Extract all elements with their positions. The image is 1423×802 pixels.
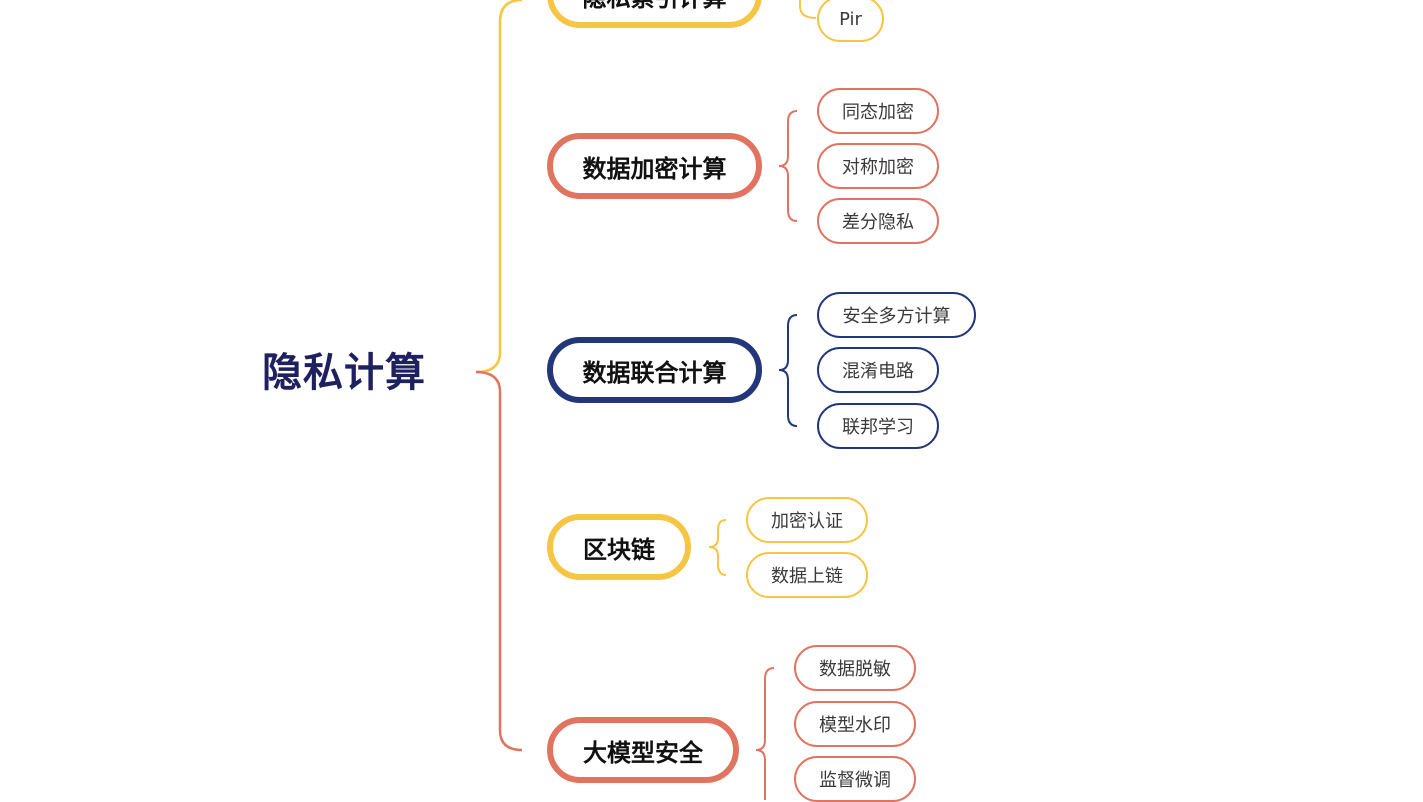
leaf-topic[interactable]: 安全多方计算: [817, 292, 976, 338]
root-connector-lower: [475, 370, 523, 752]
leaf-topic[interactable]: 混淆电路: [817, 347, 939, 393]
leaf-topic[interactable]: 加密认证: [746, 497, 868, 543]
leaf-topic[interactable]: 监督微调: [794, 756, 916, 802]
leaf-topic[interactable]: 数据脱敏: [794, 645, 916, 691]
branch-topic[interactable]: 数据联合计算: [547, 337, 762, 403]
leaf-topic[interactable]: 联邦学习: [817, 403, 939, 449]
leaf-topic[interactable]: 对称加密: [817, 143, 939, 189]
leaf-topic[interactable]: 同态加密: [817, 88, 939, 134]
root-connector-upper: [475, 0, 523, 374]
brace-branch-0: [799, 0, 817, 19]
brace-branch-3: [708, 519, 727, 576]
root-topic: 隐私计算: [262, 350, 426, 396]
brace-branch-4: [755, 667, 775, 800]
branch-topic[interactable]: 区块链: [547, 514, 691, 580]
leaf-topic[interactable]: 模型水印: [794, 701, 916, 747]
leaf-topic[interactable]: 差分隐私: [817, 198, 939, 244]
branch-topic[interactable]: 数据加密计算: [547, 133, 762, 199]
branch-topic[interactable]: 隐私索引计算: [547, 0, 762, 28]
brace-branch-1: [778, 110, 798, 222]
branch-topic[interactable]: 大模型安全: [547, 717, 739, 783]
leaf-topic[interactable]: Pir: [817, 0, 884, 42]
brace-branch-2: [778, 314, 798, 427]
leaf-topic[interactable]: 数据上链: [746, 552, 868, 598]
